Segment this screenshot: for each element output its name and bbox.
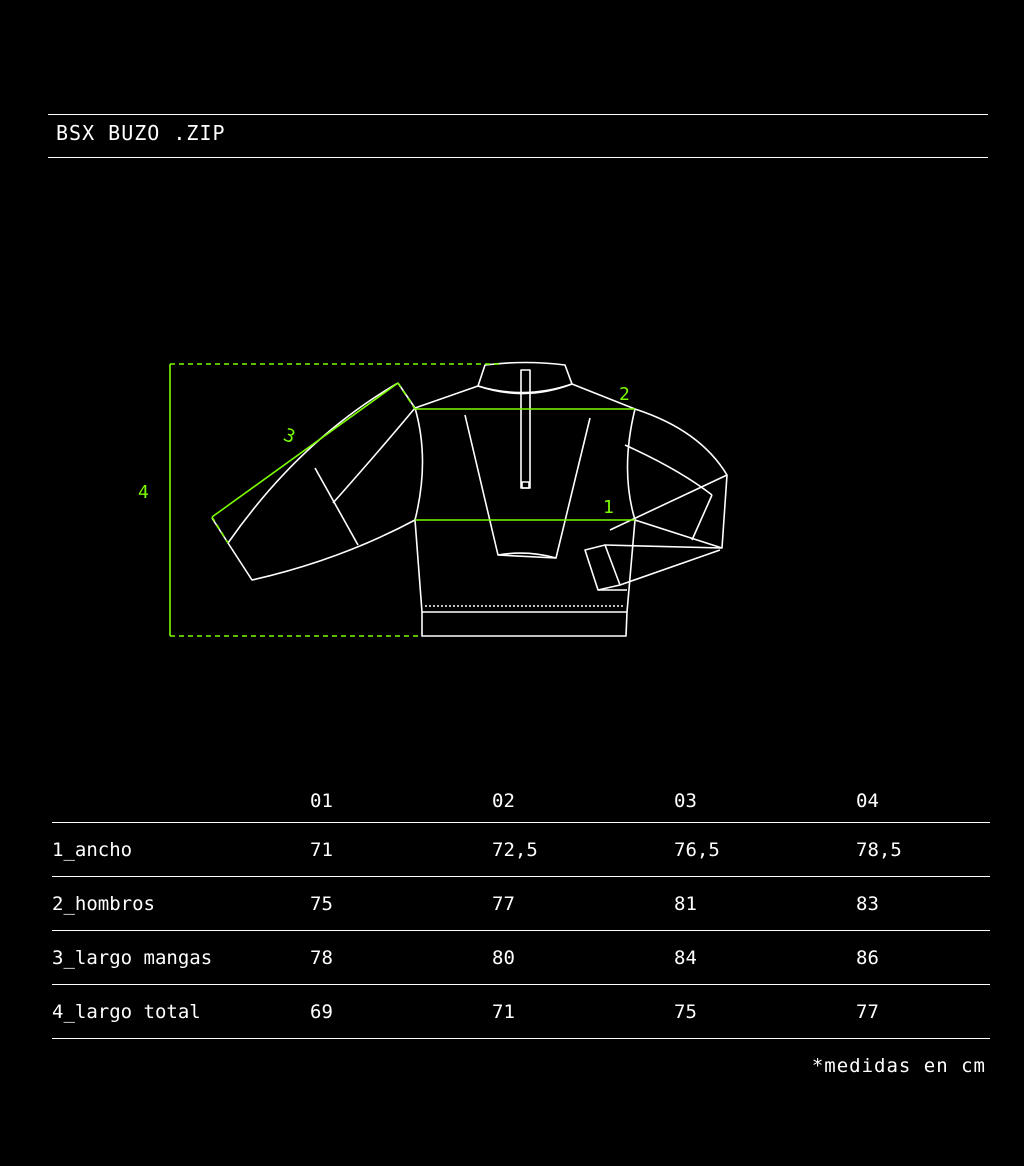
cell-value: 80 — [492, 946, 515, 969]
row-label: 1_ancho — [52, 838, 133, 861]
cell-value: 72,5 — [492, 838, 538, 861]
cell-value: 86 — [856, 946, 879, 969]
label-largo: 4 — [138, 482, 149, 503]
header-label-cell — [52, 780, 310, 823]
cell-value: 77 — [856, 1000, 879, 1023]
cell-value: 84 — [674, 946, 697, 969]
cell-value: 78,5 — [856, 838, 902, 861]
size-table: 01 02 03 04 1_ancho 71 72,5 76,5 78,5 2_… — [52, 780, 990, 1039]
label-mangas: 3 — [281, 425, 298, 448]
cell-value: 75 — [674, 1000, 697, 1023]
table-row: 4_largo total 69 71 75 77 — [52, 985, 990, 1039]
cell-value: 76,5 — [674, 838, 720, 861]
table-row: 2_hombros 75 77 81 83 — [52, 877, 990, 931]
cell-value: 77 — [492, 892, 515, 915]
measure-lines — [169, 363, 635, 637]
size-header-04: 04 — [856, 790, 879, 812]
size-header-01: 01 — [310, 790, 333, 812]
cell-value: 75 — [310, 892, 333, 915]
header-bottom-rule — [48, 157, 988, 158]
garment-outline — [211, 361, 728, 637]
label-hombros: 2 — [619, 384, 630, 405]
cell-value: 83 — [856, 892, 879, 915]
cell-value: 78 — [310, 946, 333, 969]
measure-mangas — [211, 382, 399, 518]
row-label: 2_hombros — [52, 892, 155, 915]
cell-value: 71 — [492, 1000, 515, 1023]
table-header-row: 01 02 03 04 — [52, 780, 990, 823]
label-ancho: 1 — [603, 497, 614, 518]
garment-diagram: 1 2 3 4 — [138, 361, 728, 637]
row-label: 3_largo mangas — [52, 946, 213, 969]
table-row: 1_ancho 71 72,5 76,5 78,5 — [52, 823, 990, 877]
table-row: 3_largo mangas 78 80 84 86 — [52, 931, 990, 985]
cell-value: 71 — [310, 838, 333, 861]
product-title: BSX BUZO .ZIP — [56, 121, 226, 145]
header-top-rule — [48, 114, 988, 115]
size-header-03: 03 — [674, 790, 697, 812]
row-label: 4_largo total — [52, 1000, 201, 1023]
cell-value: 81 — [674, 892, 697, 915]
units-note: *medidas en cm — [811, 1055, 986, 1077]
cell-value: 69 — [310, 1000, 333, 1023]
size-header-02: 02 — [492, 790, 515, 812]
